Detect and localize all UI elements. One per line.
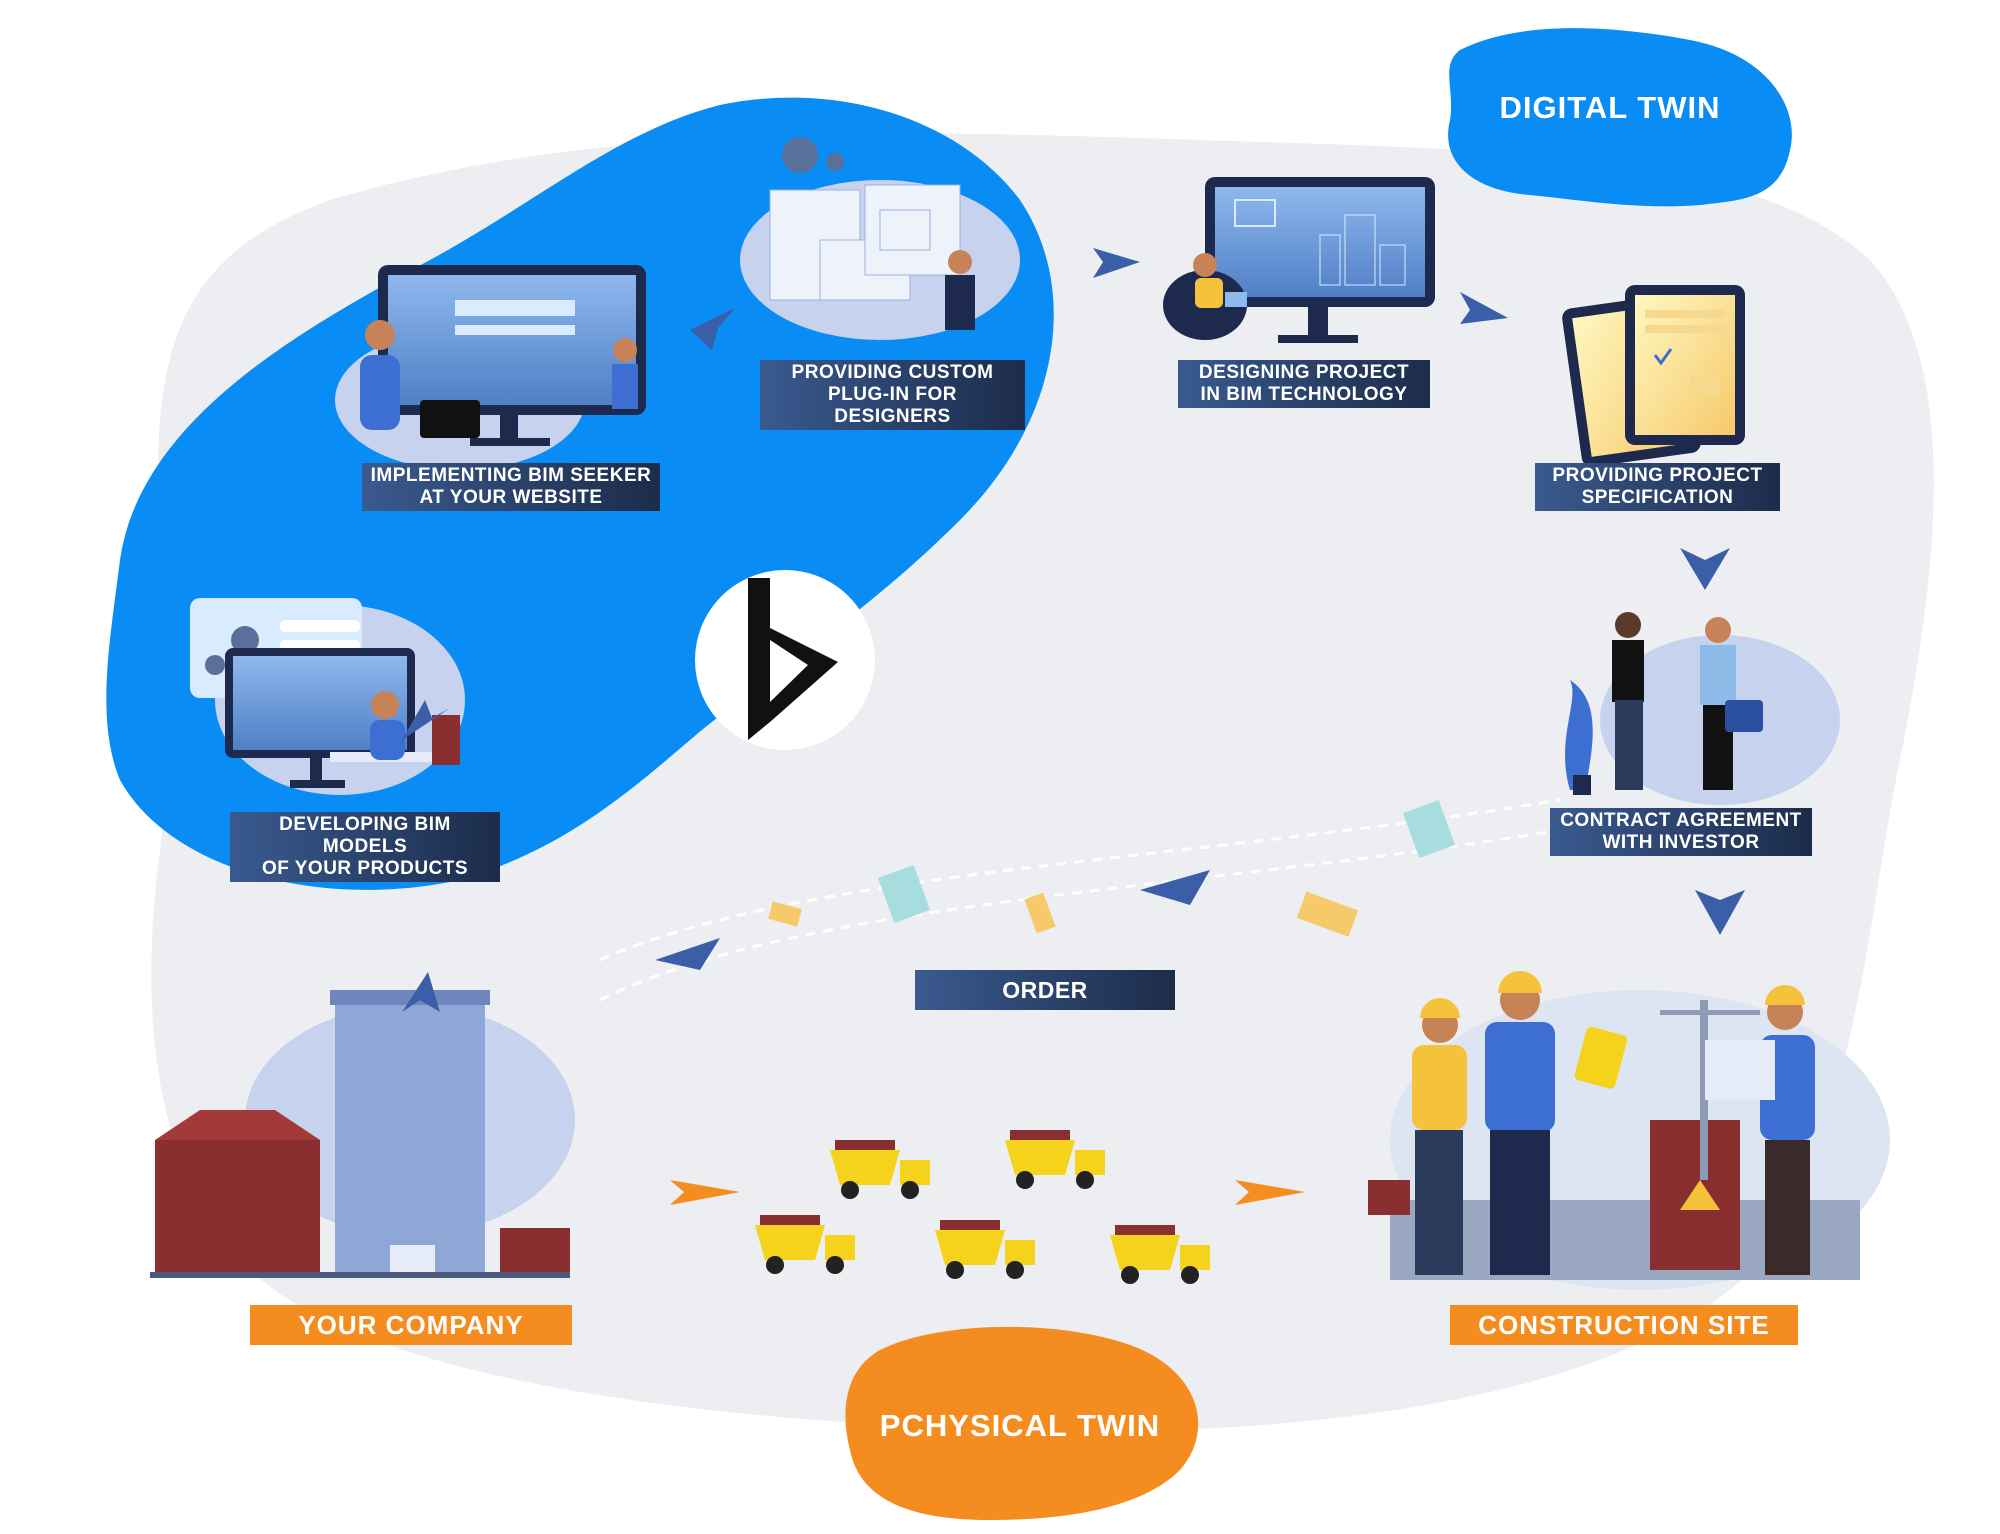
logo-circle [695,570,875,750]
step-line: IN BIM TECHNOLOGY [1200,384,1408,405]
digital-twin-blob [1448,28,1792,207]
step-line: DESIGNING PROJECT [1198,362,1410,383]
step-developing-label: DEVELOPING BIM MODELS OF YOUR PRODUCTS [230,812,500,882]
step-line: AT YOUR WEBSITE [419,487,603,508]
order-label: ORDER [915,970,1175,1010]
implementing-illustration [335,265,646,470]
construction-site-label: CONSTRUCTION SITE [1450,1305,1798,1345]
truck-icon [935,1220,1035,1279]
truck-icon [1005,1130,1105,1189]
contract-illustration [1565,612,1840,805]
step-line: PLUG-IN FOR DESIGNERS [828,384,957,427]
order-path [599,828,1561,1002]
designing-illustration [1163,177,1435,343]
step-specification-label: PROVIDING PROJECT SPECIFICATION [1535,463,1780,511]
specification-illustration [1562,285,1745,467]
worker-icon [1485,971,1628,1275]
plugin-illustration [740,137,1020,340]
step-contract-label: CONTRACT AGREEMENT WITH INVESTOR [1550,808,1812,856]
truck-icon [755,1215,855,1274]
worker-icon [1705,985,1815,1275]
construction-illustration [1368,971,1890,1290]
step-line: WITH INVESTOR [1602,832,1760,853]
order-path [599,798,1561,962]
gear-icon [231,626,259,654]
step-plugin-label: PROVIDING CUSTOM PLUG-IN FOR DESIGNERS [760,360,1025,430]
physical-twin-badge: PCHYSICAL TWIN [879,1408,1161,1443]
bim-seeker-logo-icon [748,578,838,740]
trucks [755,1130,1210,1284]
truck-icon [830,1140,930,1199]
step-line: PROVIDING PROJECT [1552,465,1763,486]
step-line: PROVIDING CUSTOM [791,362,994,383]
arrow-icon [402,248,1745,1012]
developing-illustration [190,598,465,795]
worker-icon [1368,998,1467,1275]
gear-icon [782,137,818,173]
truck-icon [1110,1225,1210,1284]
step-line: OF YOUR PRODUCTS [261,858,469,879]
your-company-label: YOUR COMPANY [250,1305,572,1345]
arrow-icon [670,1180,1305,1205]
step-line: IMPLEMENTING BIM SEEKER [370,465,652,486]
building-icon [150,990,575,1278]
physical-twin-blob [845,1326,1199,1520]
step-line: SPECIFICATION [1581,487,1734,508]
document-icon [768,799,1456,937]
worker-icon [371,691,399,719]
digital-twin-badge: DIGITAL TWIN [1499,90,1721,125]
step-implementing-label: IMPLEMENTING BIM SEEKER AT YOUR WEBSITE [362,463,660,511]
paper-plane-icon [655,870,1210,970]
step-designing-label: DESIGNING PROJECT IN BIM TECHNOLOGY [1178,360,1430,408]
step-line: CONTRACT AGREEMENT [1560,810,1802,831]
step-line: DEVELOPING BIM MODELS [279,814,451,857]
